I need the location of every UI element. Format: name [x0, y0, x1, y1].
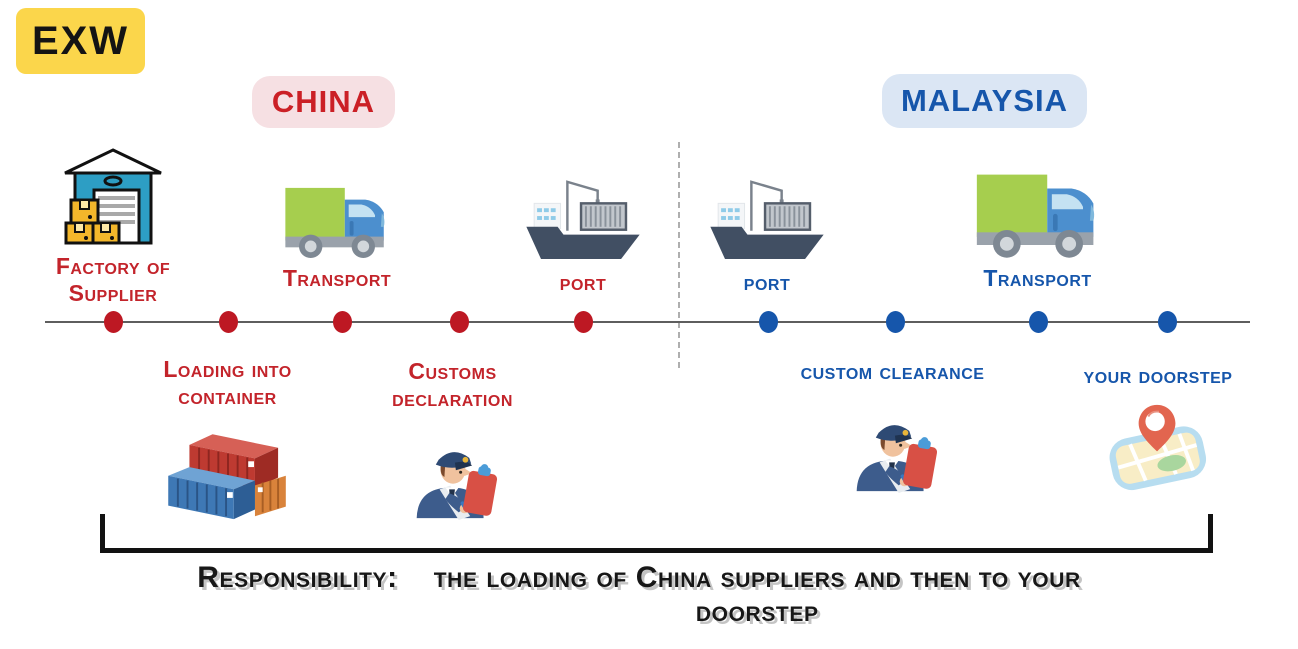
responsibility-text-line2: doorstep: [695, 595, 819, 628]
customs-officer-icon: [843, 407, 943, 498]
station-port-malaysia: port: [702, 176, 832, 296]
your-doorstep-label: your doorstep: [1083, 362, 1233, 388]
malaysia-region-label: MALAYSIA: [882, 74, 1087, 128]
station-transport-china: Transport: [262, 184, 412, 292]
customs-officer-icon: [403, 434, 503, 525]
factory-of-supplier-label: Factory of Supplier: [55, 253, 171, 307]
station-transport-malaysia: Transport: [960, 170, 1115, 292]
port-malaysia-label: port: [743, 269, 791, 295]
truck-icon: [973, 170, 1103, 265]
custom-clearance-label: custom clearance: [800, 358, 985, 384]
exw-badge-label: EXW: [31, 18, 130, 63]
cargo-ship-icon: [707, 176, 827, 265]
timeline-dot-port-malaysia: [759, 311, 778, 333]
china-text: CHINA: [271, 84, 376, 119]
malaysia-text: MALAYSIA: [900, 83, 1069, 118]
timeline-dot-port-china: [574, 311, 593, 333]
station-your-doorstep: your doorstep: [1058, 362, 1258, 500]
transport-china-label: Transport: [282, 265, 392, 291]
customs-declaration-label: Customs declaration: [392, 358, 513, 412]
timeline-dot-your-doorstep: [1158, 311, 1177, 333]
responsibility-text: the loading of China suppliers and then …: [434, 561, 1081, 629]
responsibility-text-line1: the loading of China suppliers and then …: [433, 561, 1081, 594]
responsibility-bracket: [100, 514, 1213, 553]
exw-badge: EXW: [16, 8, 145, 74]
station-port-china: port: [518, 176, 648, 296]
responsibility-statement: Responsibility: the loading of China sup…: [0, 561, 1278, 629]
station-factory-of-supplier: Factory of Supplier: [38, 148, 188, 307]
timeline-dot-custom-clearance: [886, 311, 905, 333]
truck-icon: [283, 184, 391, 265]
transport-malaysia-label: Transport: [983, 265, 1092, 291]
containers-icon: [160, 416, 295, 527]
map-pin-icon: [1104, 403, 1212, 500]
port-china-label: port: [559, 269, 607, 295]
timeline-dot-loading: [219, 311, 238, 333]
warehouse-icon: [62, 148, 164, 253]
station-loading-into-container: Loading into container: [125, 356, 330, 527]
loading-into-container-label: Loading into container: [163, 356, 292, 410]
cargo-ship-icon: [523, 176, 643, 265]
china-region-label: CHINA: [252, 76, 395, 128]
timeline-line: [45, 321, 1250, 323]
station-custom-clearance: custom clearance: [790, 358, 995, 498]
timeline-dot-transport-malaysia: [1029, 311, 1048, 333]
country-divider-line: [678, 142, 680, 368]
responsibility-label: Responsibility:: [197, 561, 398, 594]
station-customs-declaration: Customs declaration: [350, 358, 555, 525]
timeline-dot-customs-declaration: [450, 311, 469, 333]
timeline-dot-transport-china: [333, 311, 352, 333]
timeline-dot-factory: [104, 311, 123, 333]
